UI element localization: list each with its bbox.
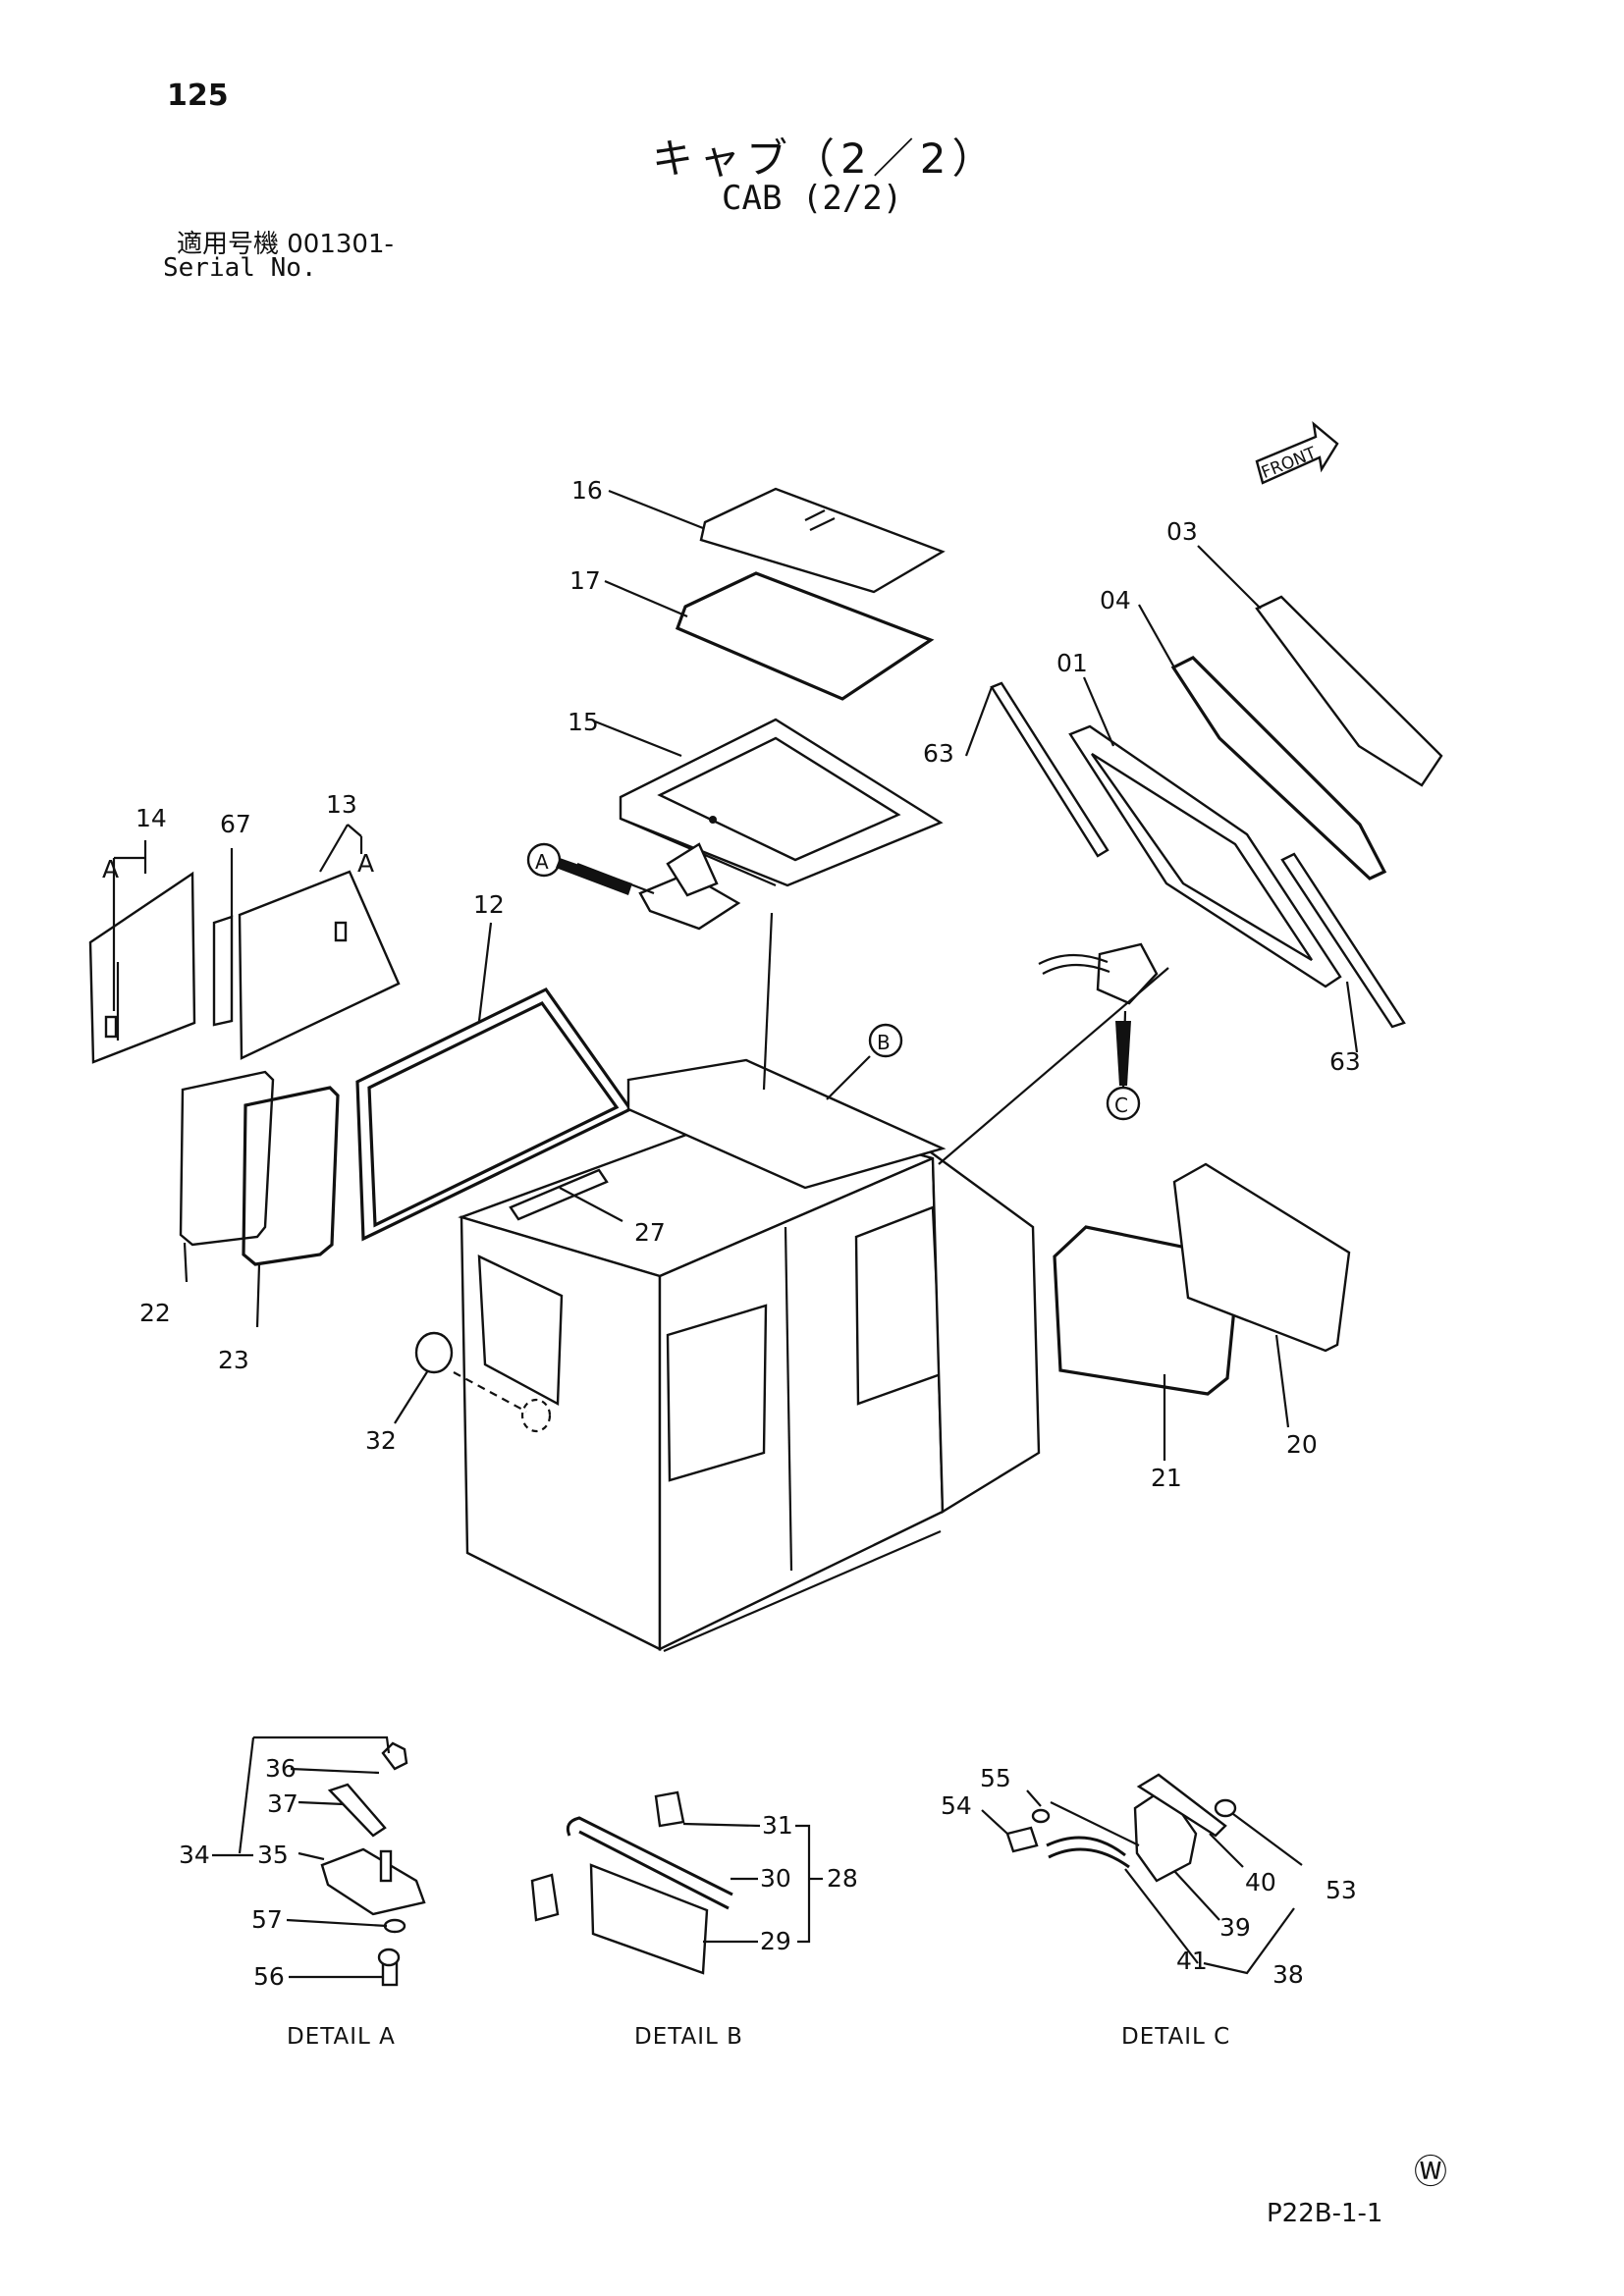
serial-label-japanese: 適用号機 001301- <box>177 230 394 259</box>
detail-b-label: 29 <box>760 1927 791 1955</box>
callout-label: 01 <box>1056 649 1088 677</box>
svg-text:B: B <box>877 1031 891 1054</box>
detail-c-label: 38 <box>1272 1960 1304 1989</box>
leader-lines <box>112 489 1359 1461</box>
figure-code: P22B-1-1 <box>1267 2199 1383 2228</box>
part-right-window-seal <box>1053 1225 1241 1396</box>
detail-a-caption: DETAIL A <box>287 2024 396 2050</box>
detail-a-label: 56 <box>253 1962 285 1991</box>
callout-label: 20 <box>1286 1430 1318 1459</box>
callout-label: A <box>102 855 119 883</box>
detail-b-label: 28 <box>827 1864 858 1893</box>
svg-text:A: A <box>535 850 549 874</box>
part-front-seal <box>1170 656 1387 881</box>
detail-b-label: 31 <box>762 1811 793 1840</box>
detail-c-caption: DETAIL C <box>1121 2024 1230 2050</box>
detail-c-label: 53 <box>1326 1876 1357 1904</box>
detail-b-caption: DETAIL B <box>634 2024 743 2050</box>
callout-label: 63 <box>923 739 954 768</box>
callout-label: 23 <box>218 1346 249 1374</box>
callout-label: 27 <box>634 1218 666 1247</box>
watermark-symbol: Ⓦ <box>1414 2153 1447 2192</box>
part-roof-frame <box>619 718 944 887</box>
title-japanese: キャブ（2／2） <box>652 134 1000 183</box>
part-cab-body <box>458 1058 1041 1653</box>
serial-label-english: Serial No. <box>163 253 317 283</box>
callout-label: 21 <box>1151 1464 1182 1492</box>
part-rear-window-seal <box>242 1086 340 1266</box>
detail-c-label: 55 <box>980 1764 1011 1792</box>
svg-text:C: C <box>1114 1094 1128 1117</box>
part-front-frame <box>1068 724 1342 988</box>
part-slide-bar <box>509 1168 609 1221</box>
callout-label: 32 <box>365 1426 397 1455</box>
page-number: 125 <box>167 79 229 113</box>
callout-label: 16 <box>571 476 603 505</box>
detail-c-label: 40 <box>1245 1868 1276 1896</box>
callout-label: 17 <box>569 566 601 595</box>
detail-a: 36 37 34 35 57 56 DETAIL A <box>179 1735 426 2050</box>
detail-a-label: 35 <box>257 1841 289 1869</box>
detail-a-label: 36 <box>265 1754 297 1783</box>
callout-label: 15 <box>568 708 599 736</box>
part-strip <box>212 915 234 1027</box>
detail-c-label: 39 <box>1219 1913 1251 1942</box>
callout-label: 13 <box>326 790 357 819</box>
detail-marker-c: C <box>1106 1021 1141 1121</box>
detail-b-label: 30 <box>760 1864 791 1893</box>
detail-a-label: 34 <box>179 1841 210 1869</box>
part-rails <box>990 681 1406 1029</box>
detail-marker-a: A <box>526 842 632 895</box>
part-front-glass <box>1255 595 1443 787</box>
part-left-rear-glass <box>88 871 196 1064</box>
detail-marker-b: B <box>868 1023 903 1058</box>
callout-label: 03 <box>1166 517 1198 546</box>
detail-b: 31 30 28 29 DETAIL B <box>530 1790 858 2050</box>
part-roof-seal <box>675 571 935 701</box>
callout-label: 22 <box>139 1299 171 1327</box>
callout-label: 14 <box>135 804 167 832</box>
part-roof-glass <box>699 487 946 594</box>
callout-label: 67 <box>220 810 251 838</box>
part-rear-window <box>179 1070 275 1247</box>
part-front-lock <box>1038 942 1159 1005</box>
detail-c: 55 54 40 53 39 41 38 DETAIL C <box>941 1764 1357 2050</box>
callout-label: 12 <box>473 890 505 919</box>
detail-a-label: 57 <box>251 1905 283 1934</box>
detail-c-label: 41 <box>1176 1947 1208 1975</box>
callout-label: A <box>357 849 374 878</box>
callout-label: 63 <box>1329 1047 1361 1076</box>
part-plug <box>414 1331 552 1433</box>
detail-c-label: 54 <box>941 1791 972 1820</box>
callout-label: 04 <box>1100 586 1131 614</box>
detail-a-label: 37 <box>267 1789 298 1818</box>
part-right-window-glass <box>1172 1162 1351 1353</box>
part-roof-latch <box>638 842 741 931</box>
part-left-front-glass <box>238 870 401 1060</box>
front-arrow-icon: FRONT <box>1255 421 1339 485</box>
title-english: CAB (2/2) <box>722 179 903 218</box>
